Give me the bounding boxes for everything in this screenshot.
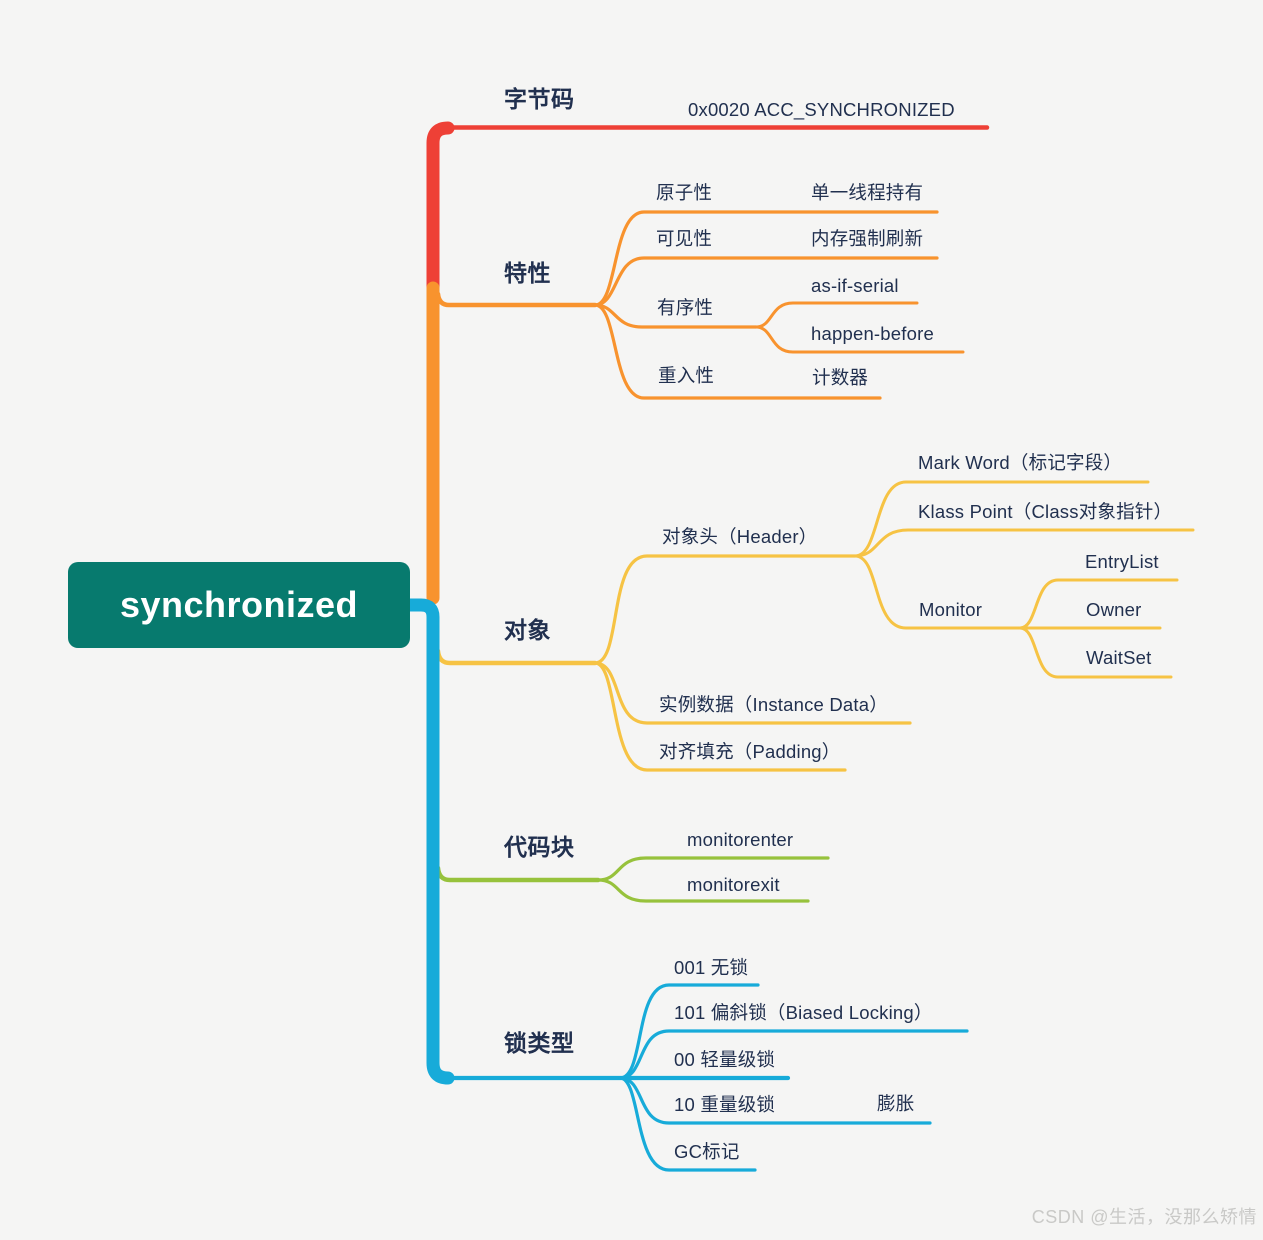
node-features[interactable]: 特性 xyxy=(504,260,551,286)
node-mark-word[interactable]: Mark Word（标记字段） xyxy=(918,452,1123,473)
root-node[interactable]: synchronized xyxy=(68,562,410,648)
branch-lines-features xyxy=(426,210,965,605)
node-no-lock[interactable]: 001 无锁 xyxy=(674,957,749,978)
node-entry-list[interactable]: EntryList xyxy=(1085,551,1159,572)
node-reentrancy[interactable]: 重入性 xyxy=(658,365,715,386)
node-object[interactable]: 对象 xyxy=(504,617,551,643)
node-acc-synchronized[interactable]: 0x0020 ACC_SYNCHRONIZED xyxy=(688,99,955,120)
node-padding[interactable]: 对齐填充（Padding） xyxy=(659,741,841,762)
node-instance-data[interactable]: 实例数据（Instance Data） xyxy=(659,694,888,715)
node-heavyweight-lock[interactable]: 10 重量级锁 xyxy=(674,1094,776,1115)
node-bytecode[interactable]: 字节码 xyxy=(504,86,575,112)
node-single-thread-holding[interactable]: 单一线程持有 xyxy=(811,182,924,203)
node-as-if-serial[interactable]: as-if-serial xyxy=(811,275,899,296)
node-monitorexit[interactable]: monitorexit xyxy=(687,874,780,895)
node-code-block[interactable]: 代码块 xyxy=(504,834,575,860)
node-happen-before[interactable]: happen-before xyxy=(811,323,934,344)
node-memory-force-refresh[interactable]: 内存强制刷新 xyxy=(811,228,924,249)
watermark-text: CSDN @生活，没那么矫情 xyxy=(1031,1207,1257,1227)
node-object-header[interactable]: 对象头（Header） xyxy=(662,526,818,547)
node-owner[interactable]: Owner xyxy=(1086,599,1142,620)
node-lock-type[interactable]: 锁类型 xyxy=(504,1030,575,1056)
node-lightweight-lock[interactable]: 00 轻量级锁 xyxy=(674,1049,776,1070)
node-klass-point[interactable]: Klass Point（Class对象指针） xyxy=(918,501,1173,522)
node-counter[interactable]: 计数器 xyxy=(812,367,869,388)
node-monitor[interactable]: Monitor xyxy=(919,599,983,620)
node-atomicity[interactable]: 原子性 xyxy=(656,182,713,203)
node-wait-set[interactable]: WaitSet xyxy=(1086,647,1152,668)
node-visibility[interactable]: 可见性 xyxy=(656,228,713,249)
node-gc-mark[interactable]: GC标记 xyxy=(674,1141,740,1162)
node-inflation[interactable]: 膨胀 xyxy=(877,1093,915,1114)
branch-lines-lock-types xyxy=(402,598,969,1172)
node-orderliness[interactable]: 有序性 xyxy=(657,297,714,318)
branch-lines-bytecode xyxy=(426,121,990,300)
node-monitorenter[interactable]: monitorenter xyxy=(687,829,794,850)
node-biased-lock[interactable]: 101 偏斜锁（Biased Locking） xyxy=(674,1002,933,1023)
